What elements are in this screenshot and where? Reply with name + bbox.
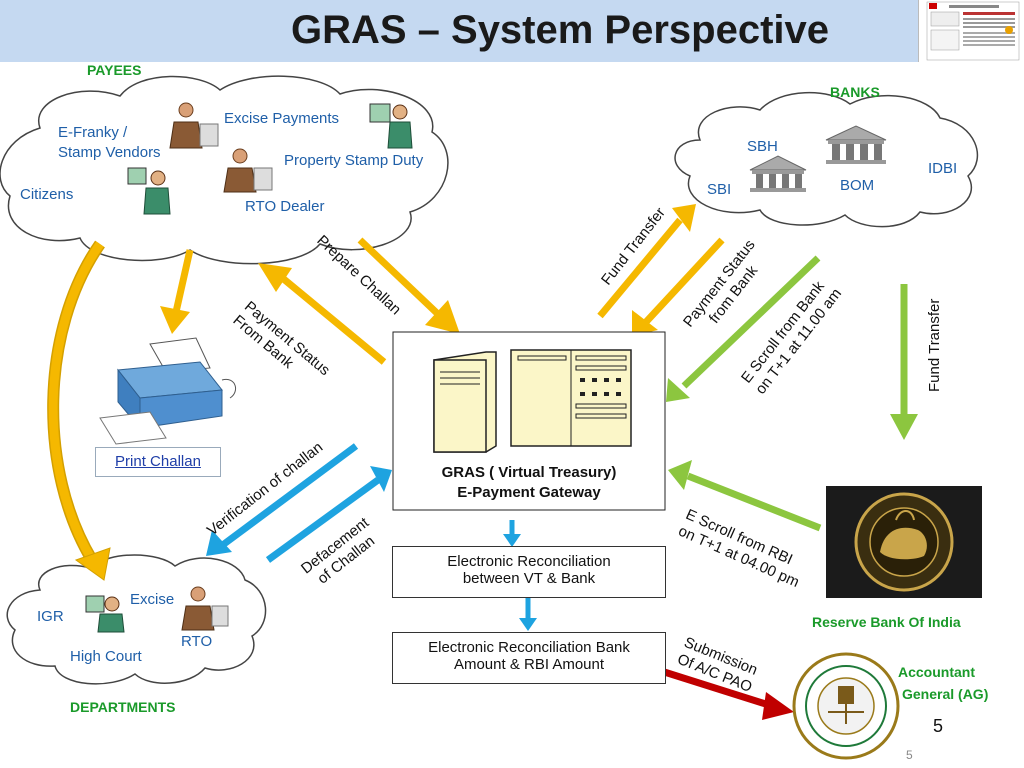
title-bar [0, 0, 1024, 62]
arrow-defacement-of-challan [265, 466, 392, 563]
bank-building-icon-1 [825, 125, 887, 164]
dept-igr: IGR [37, 608, 64, 625]
woman-at-computer-icon-3 [85, 595, 125, 633]
print-challan-link[interactable]: Print Challan [95, 447, 221, 477]
ag-emblem [792, 652, 900, 760]
man-at-desk-icon-3 [181, 586, 229, 631]
bank-bom: BOM [840, 177, 875, 194]
gras-subtitle: E-Payment Gateway [457, 484, 601, 501]
payee-excise-payments: Excise Payments [224, 110, 340, 127]
payees-cloud [0, 75, 449, 265]
payee-stamp-vendors: Stamp Vendors [58, 144, 161, 161]
arrow-payment-status-to-payee [258, 263, 387, 365]
banks-heading: BANKS [830, 84, 880, 100]
woman-at-computer-icon-2 [127, 167, 171, 215]
arrow-fund-transfer-to-bank [597, 204, 696, 319]
arrow-prepare-challan [357, 237, 460, 334]
thumbnail-image [918, 0, 1024, 62]
recon1-line2: between VT & Bank [462, 570, 596, 587]
banks-cloud [674, 91, 979, 228]
payee-property-stamp-duty: Property Stamp Duty [284, 152, 424, 169]
dept-excise: Excise [130, 591, 175, 608]
bank-idbi: IDBI [928, 160, 958, 177]
payees-heading: PAYEES [87, 62, 142, 78]
payee-citizens: Citizens [20, 186, 74, 203]
arrow-submission-to-ag [656, 666, 794, 720]
dept-high-court: High Court [70, 648, 142, 665]
bank-sbh: SBH [747, 138, 778, 155]
arrow-gras-to-recon1 [503, 520, 521, 547]
man-at-desk-icon [169, 102, 219, 149]
slide-number: 5 [933, 716, 944, 736]
server-icon [433, 351, 497, 453]
slide-title: GRAS – System Perspective [290, 8, 830, 52]
arrow-e-scroll-from-rbi [668, 460, 822, 532]
bank-building-icon-2 [749, 155, 807, 192]
bank-sbi: SBI [707, 181, 732, 198]
label-fund-transfer-rbi: Fund Transfer [926, 298, 943, 392]
recon2-line2: Amount & RBI Amount [453, 656, 605, 673]
rbi-label: Reserve Bank Of India [812, 614, 961, 630]
recon-vt-bank-box: Electronic Reconciliation between VT & B… [392, 546, 666, 598]
gras-title: GRAS ( Virtual Treasury) [441, 464, 617, 481]
arrow-payment-status-from-bank [632, 237, 725, 336]
man-at-desk-icon-2 [223, 148, 273, 193]
ag-label-line1: Accountant [898, 664, 975, 680]
arrow-verification-of-challan [206, 443, 359, 556]
arrow-e-scroll-from-bank [666, 255, 821, 402]
payee-e-franky: E-Franky / [58, 124, 128, 141]
rbi-seal [826, 486, 982, 598]
footer-page-number: 5 [906, 748, 913, 762]
recon-bank-rbi-box: Electronic Reconciliation Bank Amount & … [392, 632, 666, 684]
woman-at-computer-icon [369, 103, 413, 149]
arrow-fund-transfer-to-rbi [890, 284, 918, 440]
thumbnail-graphic [926, 1, 1020, 61]
departments-heading: DEPARTMENTS [70, 699, 176, 715]
arrow-payee-to-printer [160, 249, 194, 334]
recon2-line1: Electronic Reconciliation Bank [428, 639, 630, 656]
ag-label-line2: General (AG) [902, 686, 989, 702]
cabinet-icon [510, 349, 632, 447]
printer-icon [99, 337, 237, 445]
payee-rto-dealer: RTO Dealer [245, 198, 325, 215]
arrow-recon1-to-recon2 [519, 598, 537, 631]
dept-rto: RTO [181, 633, 213, 650]
recon1-line1: Electronic Reconciliation [447, 553, 611, 570]
